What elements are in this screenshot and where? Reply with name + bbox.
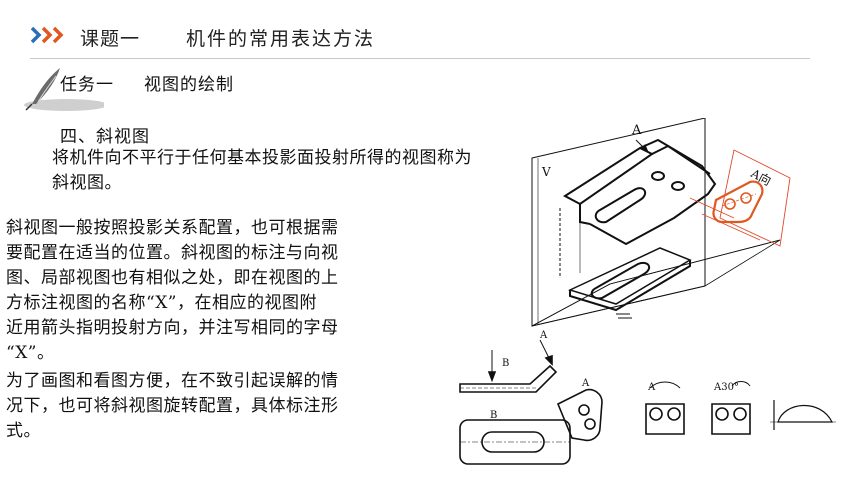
label-view-a30: A30° [713,382,739,393]
chevron-arrows-icon [30,26,64,44]
label-view-a3: A [647,382,656,393]
oblique-view-highlight [712,180,764,224]
bottom-views [459,339,836,465]
task-name: 视图的绘制 [144,75,234,95]
projection-plane-h [531,239,781,327]
bracket-3d [563,138,717,312]
paragraph-rotation: 为了画图和看图方便，在不致引起误解的情 况下，也可将斜视图旋转配置，具体标注形 … [6,371,339,441]
section-definition: 将机件向不平行于任何基本投影面投射所得的视图称为斜视图。 [52,148,472,193]
lesson-subject: 机件的常用表达方法 [186,28,376,50]
quill-pen-icon [24,68,104,111]
label-arrow-b: B [502,358,509,369]
header-divider [30,58,810,59]
section-title: 四、斜视图 [60,127,150,147]
paragraph-annotation: 斜视图一般按照投影关系配置，也可根据需 要配置在适当的位置。斜视图的标注与向视 … [6,218,339,363]
label-arrow-a2: A [539,330,548,341]
label-arrow-a: A [631,123,642,138]
label-view-a2: A [581,378,590,389]
oblique-view-figure: A A向 V B A B A A A30° [459,118,836,465]
projection-plane-v [531,118,706,327]
lesson-title: 课题一 [80,28,141,50]
label-plane-v: V [541,165,551,179]
label-view-b: B [490,410,497,421]
task-label: 任务一 [60,75,114,95]
